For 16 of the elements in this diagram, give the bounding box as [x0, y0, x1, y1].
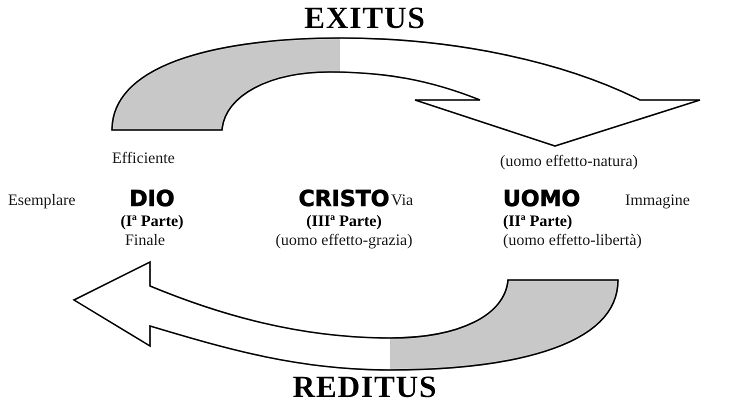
- part-label: (IIIª Parte): [306, 212, 382, 231]
- side-label: Immagine: [625, 191, 690, 211]
- side-label: (uomo effetto-natura): [500, 152, 638, 172]
- heading-text: CRISTO: [298, 188, 390, 212]
- side-label: Esemplare: [8, 191, 76, 211]
- side-label: Via: [391, 191, 414, 211]
- note-text: (uomo effetto-grazia): [276, 231, 412, 251]
- part-label: (Iª Parte): [120, 212, 184, 231]
- curved-block-arrow: [111, 37, 701, 147]
- part-label: (IIª Parte): [503, 212, 572, 231]
- note-text: (uomo effetto-libertà): [503, 231, 642, 251]
- side-label: Efficiente: [112, 149, 175, 169]
- heading-text: UOMO: [503, 188, 580, 212]
- heading-text: DIO: [129, 188, 175, 212]
- side-label: Finale: [125, 231, 165, 251]
- curved-block-arrow: [73, 261, 619, 371]
